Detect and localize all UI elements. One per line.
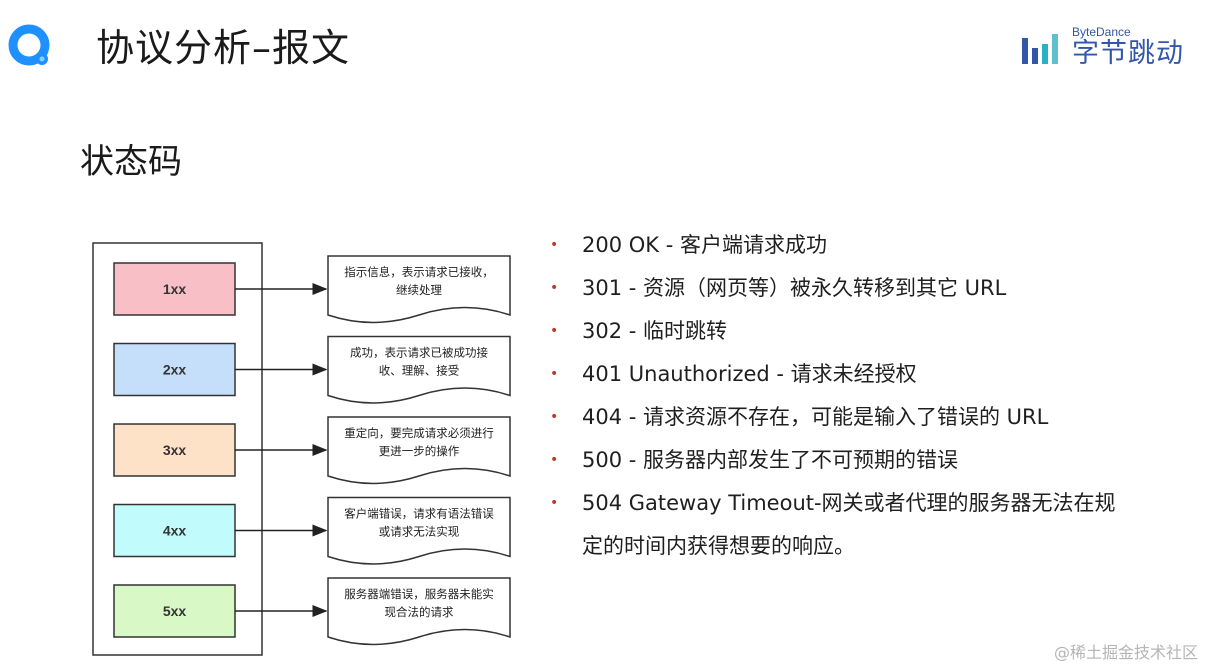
bullet-text: 302 - 临时跳转 [582, 319, 728, 343]
bytedance-logo-icon [1022, 34, 1058, 64]
status-code-label: 1xx [163, 281, 187, 297]
bullet-text: 200 OK - 客户端请求成功 [582, 233, 827, 257]
status-code-diagram: 1xx 指示信息，表示请求已接收， 继续处理 2xx 成功，表示请求已被成功接收、理解、… [92, 242, 511, 656]
section-title: 状态码 [80, 142, 182, 182]
status-code-list: • 200 OK - 客户端请求成功 • 301 - 资源（网页等）被永久转移到其它 … [550, 224, 1160, 568]
bullet-dot-icon: • [550, 452, 559, 468]
bullet-dot-icon: • [550, 409, 559, 425]
bullet-dot-icon: • [550, 237, 559, 253]
bullet-text: 504 Gateway Timeout-网关或者代理的服务器无法在规 [582, 491, 1116, 515]
status-code-box [113, 423, 236, 477]
status-code-box [113, 262, 236, 316]
brand-name-cn: 字节跳动 [1072, 38, 1184, 69]
bullet-item: 定的时间内获得想要的响应。 [550, 525, 1160, 568]
bullet-item: • 404 - 请求资源不存在，可能是输入了错误的 URL [550, 396, 1160, 439]
bullet-item: • 302 - 临时跳转 [550, 310, 1160, 353]
status-code-label: 2xx [163, 362, 187, 378]
bullet-dot-icon: • [550, 323, 559, 339]
bullet-text: 404 - 请求资源不存在，可能是输入了错误的 URL [582, 405, 1049, 429]
status-description-line: 继续处理 [396, 283, 442, 297]
status-code-box [113, 503, 236, 558]
bullet-item: • 500 - 服务器内部发生了不可预期的错误 [550, 439, 1160, 482]
status-code-label: 3xx [163, 442, 187, 458]
bullet-item: • 401 Unauthorized - 请求未经授权 [550, 353, 1160, 396]
description-document-shape [327, 577, 511, 646]
status-description-line: 客户端错误，请求有语法错误 [344, 507, 494, 521]
description-document-shape [327, 416, 511, 485]
description-document-shape [327, 255, 511, 324]
bullet-item: • 504 Gateway Timeout-网关或者代理的服务器无法在规 [550, 482, 1160, 525]
bullet-text: 401 Unauthorized - 请求未经授权 [582, 362, 917, 386]
status-code-box [113, 342, 236, 397]
bullet-item: • 200 OK - 客户端请求成功 [550, 224, 1160, 267]
bullet-dot-icon: • [550, 280, 559, 296]
status-code-label: 5xx [163, 603, 187, 619]
status-description-line: 重定向，要完成请求必须进行 [344, 426, 494, 440]
watermark: @稀土掘金技术社区 [1053, 643, 1198, 662]
description-document-shape [327, 335, 511, 404]
status-description-line: 指示信息，表示请求已接收， [344, 265, 494, 279]
description-document-shape [327, 496, 511, 565]
status-description-line: 更进一步的操作 [379, 444, 460, 458]
page-title: 协议分析–报文 [96, 26, 351, 70]
brand-name-en: ByteDance [1072, 25, 1131, 39]
status-code-label: 4xx [163, 523, 187, 539]
status-description-line: 成功，表示请求已被成功接 [350, 346, 488, 360]
status-description-line: 或请求无法实现 [379, 525, 460, 539]
bullet-dot-icon: • [550, 366, 559, 382]
status-description-line: 收、理解、接受 [379, 364, 460, 378]
status-description-line: 现合法的请求 [385, 605, 454, 619]
status-row-1xx: 1xx 指示信息，表示请求已接收， 继续处理 [113, 255, 511, 324]
status-description-line: 服务器端错误，服务器未能实 [344, 587, 494, 601]
bullet-text: 301 - 资源（网页等）被永久转移到其它 URL [582, 276, 1007, 300]
bullet-text: 500 - 服务器内部发生了不可预期的错误 [582, 448, 959, 472]
bullet-text: 定的时间内获得想要的响应。 [582, 534, 855, 558]
bullet-item: • 301 - 资源（网页等）被永久转移到其它 URL [550, 267, 1160, 310]
bullet-dot-icon: • [550, 495, 559, 511]
bytedance-brand: ByteDance 字节跳动 [1022, 25, 1194, 71]
app-logo-icon [8, 24, 50, 66]
